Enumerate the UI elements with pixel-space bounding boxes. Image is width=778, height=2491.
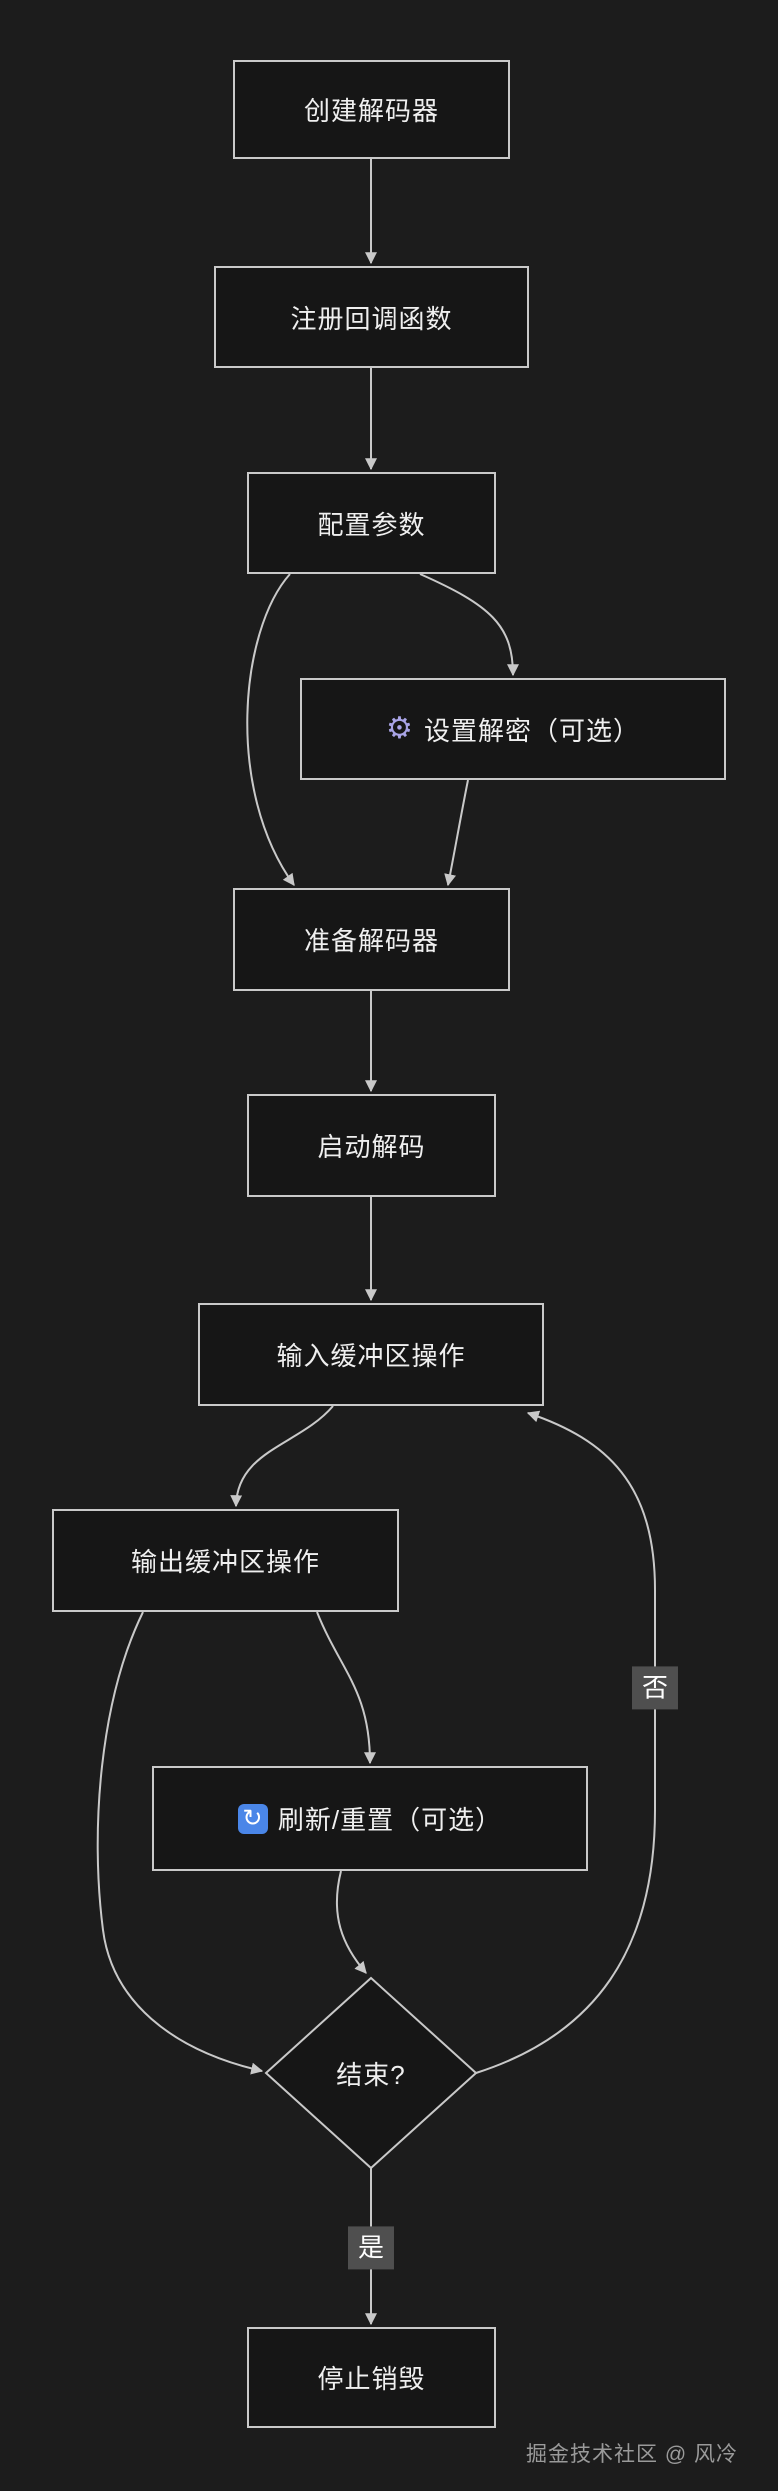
node-label: 准备解码器 — [303, 926, 439, 956]
gear-icon: ⚙ — [386, 712, 414, 745]
node-label: 配置参数 — [317, 509, 426, 540]
node-create-decoder: 创建解码器 — [233, 60, 510, 159]
node-label: 输出缓冲区操作 — [130, 1547, 320, 1577]
edge-label-yes: 是 — [347, 2226, 395, 2270]
node-label: 输入缓冲区操作 — [276, 1341, 466, 1371]
edge-label-no: 否 — [631, 1666, 679, 1710]
node-register-callback: 注册回调函数 — [214, 266, 529, 368]
edge-output-to-flush — [316, 1611, 376, 1765]
edge-config-to-decrypt — [419, 573, 519, 677]
node-start-decoding: 启动解码 — [247, 1094, 496, 1197]
node-flush-reset: ↻ 刷新/重置（可选） — [152, 1766, 588, 1871]
edge-output-to-end — [96, 1611, 264, 2075]
edge-flush-to-end — [335, 1870, 367, 1974]
edge-config-to-prepare-bypass — [246, 573, 295, 886]
node-configure-params: 配置参数 — [247, 472, 496, 574]
node-label: 创建解码器 — [303, 96, 439, 126]
node-label: 启动解码 — [317, 1132, 426, 1162]
node-label: 设置解密（可选） — [423, 715, 640, 746]
refresh-icon: ↻ — [237, 1803, 268, 1834]
node-label: 注册回调函数 — [290, 303, 453, 334]
node-set-decryption: ⚙ 设置解密（可选） — [300, 678, 726, 780]
node-end-decision: 结束? — [266, 1978, 476, 2168]
node-prepare-decoder: 准备解码器 — [233, 888, 510, 991]
edge-input-to-output — [230, 1405, 334, 1508]
node-input-buffer-op: 输入缓冲区操作 — [198, 1303, 544, 1406]
end-decision-diamond — [264, 1976, 478, 2170]
watermark-text: 掘金技术社区 @ 风冷 — [526, 2443, 738, 2466]
node-stop-destroy: 停止销毁 — [247, 2327, 496, 2428]
node-label: 刷新/重置（可选） — [277, 1805, 503, 1835]
edge-decrypt-to-prepare — [444, 779, 469, 887]
edge-end-to-input-no — [475, 1410, 656, 2074]
node-output-buffer-op: 输出缓冲区操作 — [52, 1509, 399, 1612]
node-label: 停止销毁 — [317, 2364, 426, 2394]
node-label: 结束? — [336, 2059, 406, 2090]
